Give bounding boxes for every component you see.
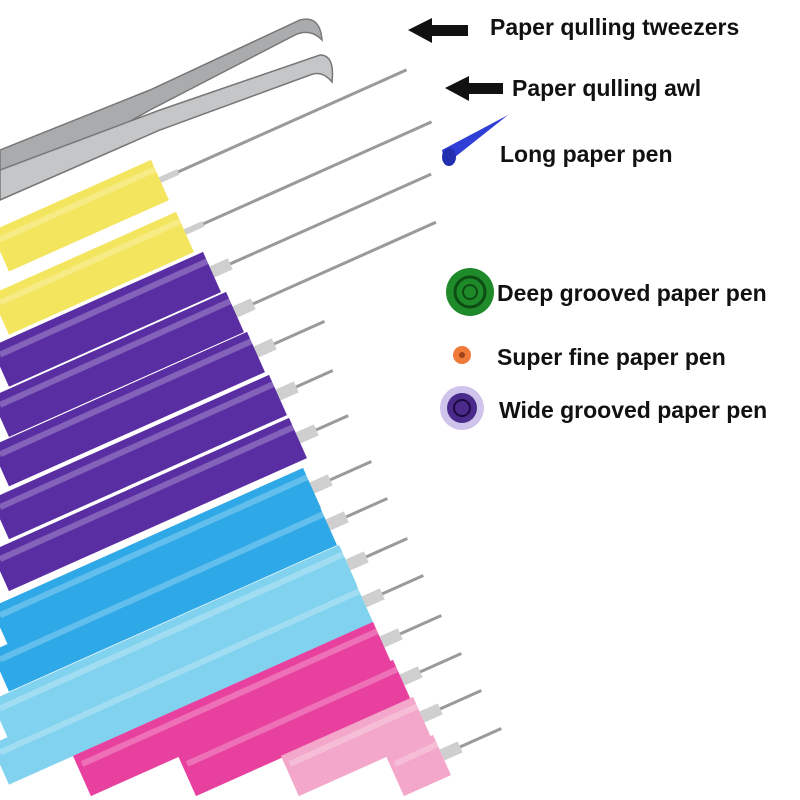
collar [158, 169, 180, 183]
label-wide-grooved: Wide grooved paper pen [499, 397, 768, 423]
collar [309, 474, 333, 494]
tweezers [0, 18, 323, 196]
handle-highlight [0, 217, 185, 306]
yellow-handle [0, 211, 194, 335]
collar [439, 741, 463, 761]
label-long-pen: Long paper pen [500, 141, 673, 167]
handle-highlight [0, 473, 312, 619]
collar [209, 258, 233, 278]
handle-highlight [0, 165, 160, 243]
collar [419, 703, 443, 723]
yellow-handle [0, 159, 169, 272]
collar [361, 588, 385, 608]
tweezers-arm [0, 54, 334, 201]
collar [325, 511, 349, 531]
handle-highlight [0, 423, 298, 562]
light_blue-handle [0, 581, 373, 785]
super-fine-coil-center [459, 352, 465, 358]
collar [275, 381, 299, 401]
blue-handle [0, 504, 337, 692]
handle-highlight [80, 627, 382, 767]
needle [184, 120, 433, 234]
arrow-icon [408, 18, 468, 43]
collar [379, 628, 403, 648]
light_pink-handle [280, 696, 431, 797]
label-super-fine: Super fine paper pen [497, 344, 726, 370]
wide-grooved-coil [440, 386, 484, 430]
handle-highlight [0, 337, 256, 458]
arrow-icon [445, 76, 503, 101]
long-pen-tip [442, 148, 456, 166]
handle-highlight [0, 550, 348, 712]
collar [183, 221, 205, 235]
purple-handle [0, 251, 221, 387]
handle-highlight [185, 665, 402, 767]
needle [159, 68, 408, 182]
needle [211, 172, 432, 274]
light_blue-handle [0, 544, 357, 741]
handle-highlight [0, 257, 212, 358]
collar [295, 424, 319, 444]
handle-highlight [0, 587, 364, 756]
pink-handle [178, 659, 411, 797]
label-deep-grooved: Deep grooved paper pen [497, 280, 767, 306]
needle [234, 220, 437, 314]
long-pen-image [442, 115, 508, 165]
collar [253, 338, 277, 358]
collar [345, 551, 369, 571]
purple-handle [0, 331, 265, 487]
label-awl: Paper qulling awl [512, 75, 702, 101]
purple-handle [0, 417, 307, 592]
purple-handle [0, 374, 287, 540]
light_pink-handle [386, 734, 451, 797]
deep-grooved-coil [446, 268, 494, 316]
handle-highlight [288, 702, 422, 767]
handle-highlight [0, 380, 278, 510]
blue-handle [0, 467, 321, 648]
handle-highlight [393, 740, 442, 767]
label-tweezers: Paper qulling tweezers [490, 14, 740, 40]
purple-handle [0, 291, 244, 438]
handle-highlight [0, 510, 328, 663]
collar [399, 666, 423, 686]
pink-handle [72, 621, 391, 797]
handle-highlight [0, 297, 235, 408]
collar [232, 298, 256, 318]
